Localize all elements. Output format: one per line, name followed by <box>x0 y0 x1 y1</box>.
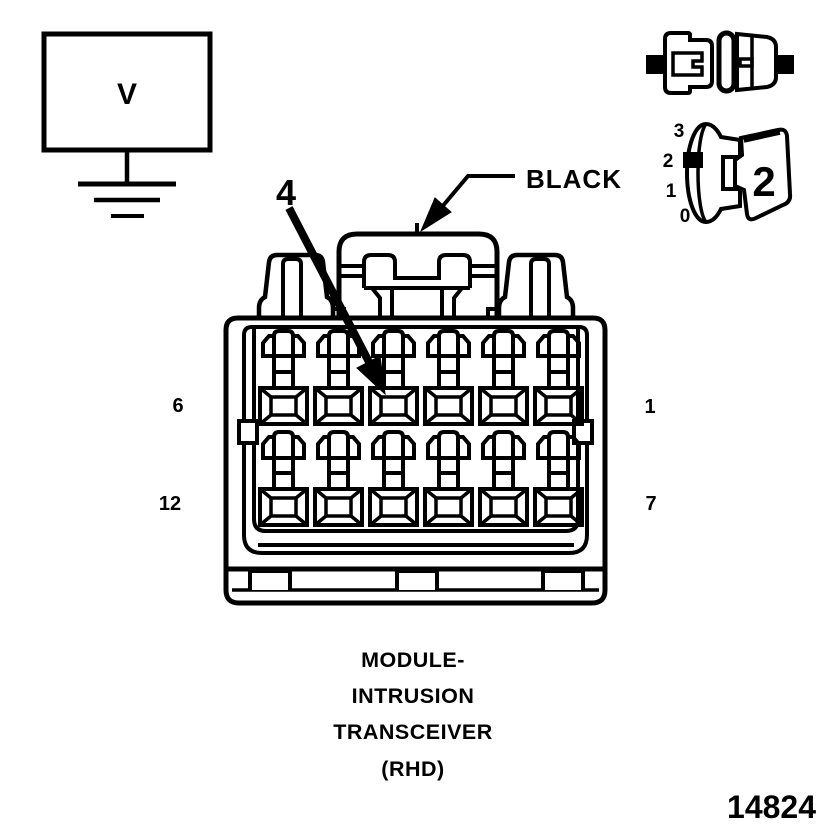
connector-caption: MODULE- INTRUSION TRANSCEIVER (RHD) <box>333 648 493 781</box>
tick-label-2: 2 <box>663 151 674 172</box>
pin4-label: 4 <box>276 172 296 213</box>
male-connector-slot-icon <box>671 51 704 77</box>
terminal <box>368 430 419 527</box>
connector-bottom-cover <box>223 566 608 606</box>
figure-number: 14824 <box>727 789 816 825</box>
pin-label-1: 1 <box>644 396 655 418</box>
wire-color-arrowhead-icon <box>419 197 452 233</box>
terminal <box>478 329 529 426</box>
tick-label-1: 1 <box>666 181 677 202</box>
wire-color-leader-line <box>434 174 515 216</box>
caption-line-2: INTRUSION <box>352 684 475 708</box>
terminal <box>258 329 309 426</box>
pin-label-6: 6 <box>172 395 183 417</box>
lock-tab-right <box>486 252 576 318</box>
dial-knob-icon <box>733 127 793 222</box>
connector-outer-shell <box>223 315 608 572</box>
female-connector-icon <box>735 31 778 93</box>
terminal <box>313 329 364 426</box>
seal-ring-icon <box>716 30 737 94</box>
connector-face: 6 1 12 7 <box>159 223 657 606</box>
wire-stub-left-icon <box>646 55 663 74</box>
connector-pair-icon <box>646 30 794 95</box>
wire-stub-right-icon <box>778 55 794 74</box>
scale-selector-icon: 3 2 1 0 2 <box>663 121 793 227</box>
ground-icon <box>78 181 176 218</box>
tick-label-0: 0 <box>680 206 691 227</box>
dial-label: 2 <box>752 158 775 205</box>
pin-label-7: 7 <box>645 493 656 515</box>
terminal <box>478 430 529 527</box>
caption-line-4: (RHD) <box>381 757 444 781</box>
wire-color-callout: BLACK <box>419 164 622 233</box>
terminal <box>423 430 474 527</box>
male-connector-icon <box>663 31 714 95</box>
wire-color-label: BLACK <box>526 164 622 194</box>
pin4-arrowhead-icon <box>356 355 386 396</box>
tick-label-3: 3 <box>674 121 685 142</box>
caption-line-3: TRANSCEIVER <box>333 720 493 744</box>
terminal <box>258 430 309 527</box>
terminal <box>423 329 474 426</box>
dial-marker-icon <box>683 152 703 168</box>
pin4-leader-line <box>285 206 373 364</box>
pin4-callout: 4 <box>276 172 386 396</box>
pin-label-12: 12 <box>159 493 181 515</box>
terminal-grid <box>258 329 584 527</box>
terminal <box>313 430 364 527</box>
caption-line-1: MODULE- <box>361 648 465 672</box>
dial-ring-icon <box>684 121 742 225</box>
terminal <box>533 329 584 426</box>
latch <box>336 223 500 318</box>
voltmeter-label: V <box>117 78 137 111</box>
terminal <box>533 430 584 527</box>
voltmeter-symbol: V <box>41 31 213 184</box>
side-notch-left <box>237 419 259 445</box>
